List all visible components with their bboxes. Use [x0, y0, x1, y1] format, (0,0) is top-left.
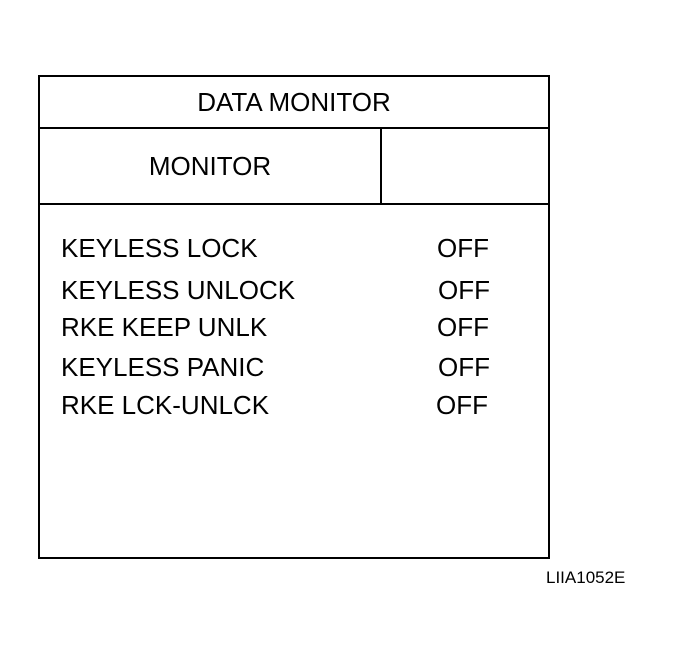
monitor-item-value: OFF	[438, 352, 490, 382]
monitor-row-keyless-panic: KEYLESS PANIC OFF	[40, 352, 548, 384]
value-column-header	[382, 129, 548, 203]
monitor-row-keyless-unlock: KEYLESS UNLOCK OFF	[40, 275, 548, 307]
monitor-row-keyless-lock: KEYLESS LOCK OFF	[40, 233, 548, 265]
figure-code: LIIA1052E	[546, 568, 626, 587]
monitor-item-value: OFF	[437, 233, 489, 263]
monitor-row-rke-keep-unlk: RKE KEEP UNLK OFF	[40, 312, 548, 344]
data-monitor-screen: DATA MONITOR MONITOR KEYLESS LOCK OFF KE…	[38, 75, 550, 559]
monitor-column-header: MONITOR	[40, 129, 382, 203]
monitor-item-label: KEYLESS PANIC	[61, 352, 265, 382]
monitor-item-value: OFF	[436, 390, 488, 420]
monitor-item-label: RKE KEEP UNLK	[61, 312, 268, 342]
monitor-item-label: KEYLESS LOCK	[61, 233, 258, 263]
screen-title: DATA MONITOR	[40, 77, 548, 129]
monitor-row-rke-lck-unlck: RKE LCK-UNLCK OFF	[40, 390, 548, 422]
monitor-item-label: KEYLESS UNLOCK	[61, 275, 296, 305]
monitor-item-value: OFF	[437, 312, 489, 342]
monitor-item-value: OFF	[438, 275, 490, 305]
monitor-item-label: RKE LCK-UNLCK	[61, 390, 270, 420]
column-header-row: MONITOR	[40, 129, 548, 205]
